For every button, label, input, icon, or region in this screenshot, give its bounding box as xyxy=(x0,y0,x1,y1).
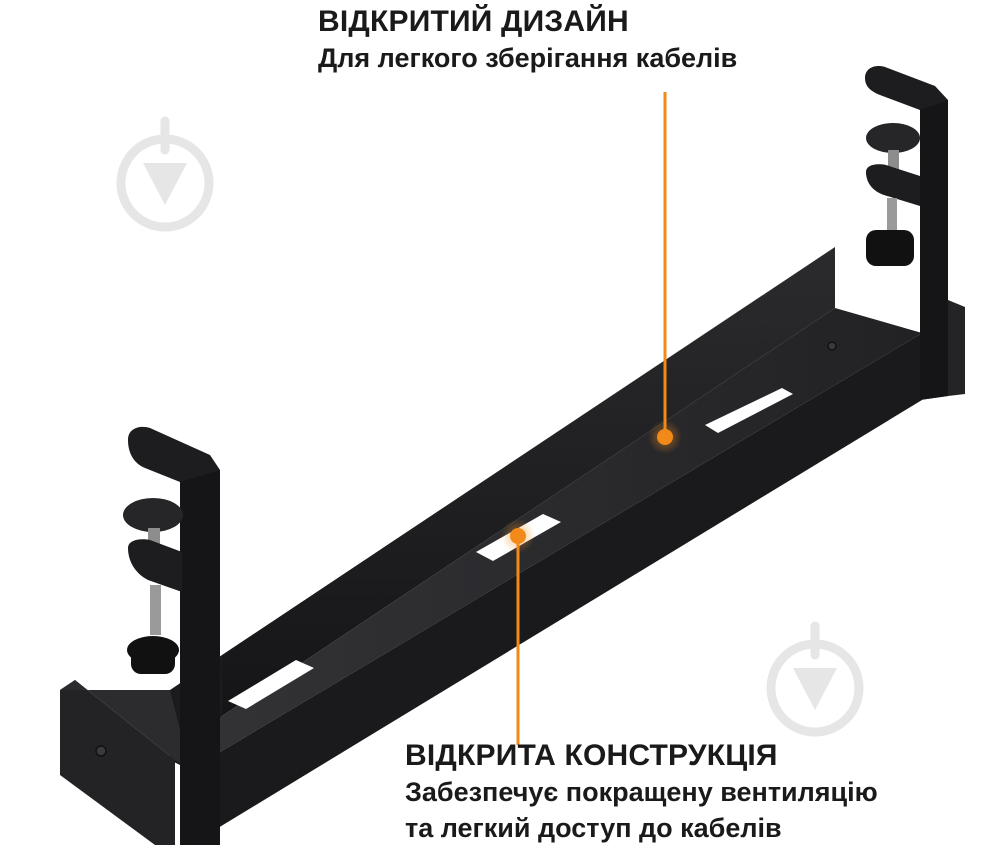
tray-front-wall xyxy=(190,333,922,845)
threaded-rod xyxy=(150,585,161,635)
tray-lip xyxy=(60,680,175,845)
feature-description: та легкий доступ до кабелів xyxy=(405,813,782,843)
ventilation-slot xyxy=(705,388,793,433)
callout-bottom xyxy=(501,519,535,745)
orange-dot-icon xyxy=(657,429,673,445)
tray-floor xyxy=(190,308,922,770)
feature-description: Для легкого зберігання кабелів xyxy=(318,43,738,73)
clamp-knob xyxy=(866,123,920,153)
feature-description: Забезпечує покращену вентиляцію xyxy=(405,777,878,807)
threaded-rod xyxy=(887,198,897,238)
orange-dot-icon xyxy=(510,528,526,544)
right-clamp xyxy=(865,66,965,401)
left-clamp xyxy=(123,426,220,845)
feature-caption-open-construction: ВІДКРИТА КОНСТРУКЦІЯ Забезпечує покращен… xyxy=(405,738,878,846)
feature-title: ВІДКРИТА КОНСТРУКЦІЯ xyxy=(405,739,778,772)
screw xyxy=(827,341,837,351)
tray-lip xyxy=(60,680,190,770)
callout-top xyxy=(648,92,682,454)
ventilation-slot xyxy=(228,660,314,709)
clamp-knob xyxy=(123,498,183,532)
screw xyxy=(95,745,107,757)
feature-caption-open-design: ВІДКРИТИЙ ДИЗАЙН Для легкого зберігання … xyxy=(318,4,737,76)
tray-back-wall xyxy=(222,247,835,716)
down-arrow-in-circle-icon xyxy=(116,116,214,232)
feature-title: ВІДКРИТИЙ ДИЗАЙН xyxy=(318,5,629,38)
down-arrow-in-circle-icon xyxy=(766,621,864,737)
